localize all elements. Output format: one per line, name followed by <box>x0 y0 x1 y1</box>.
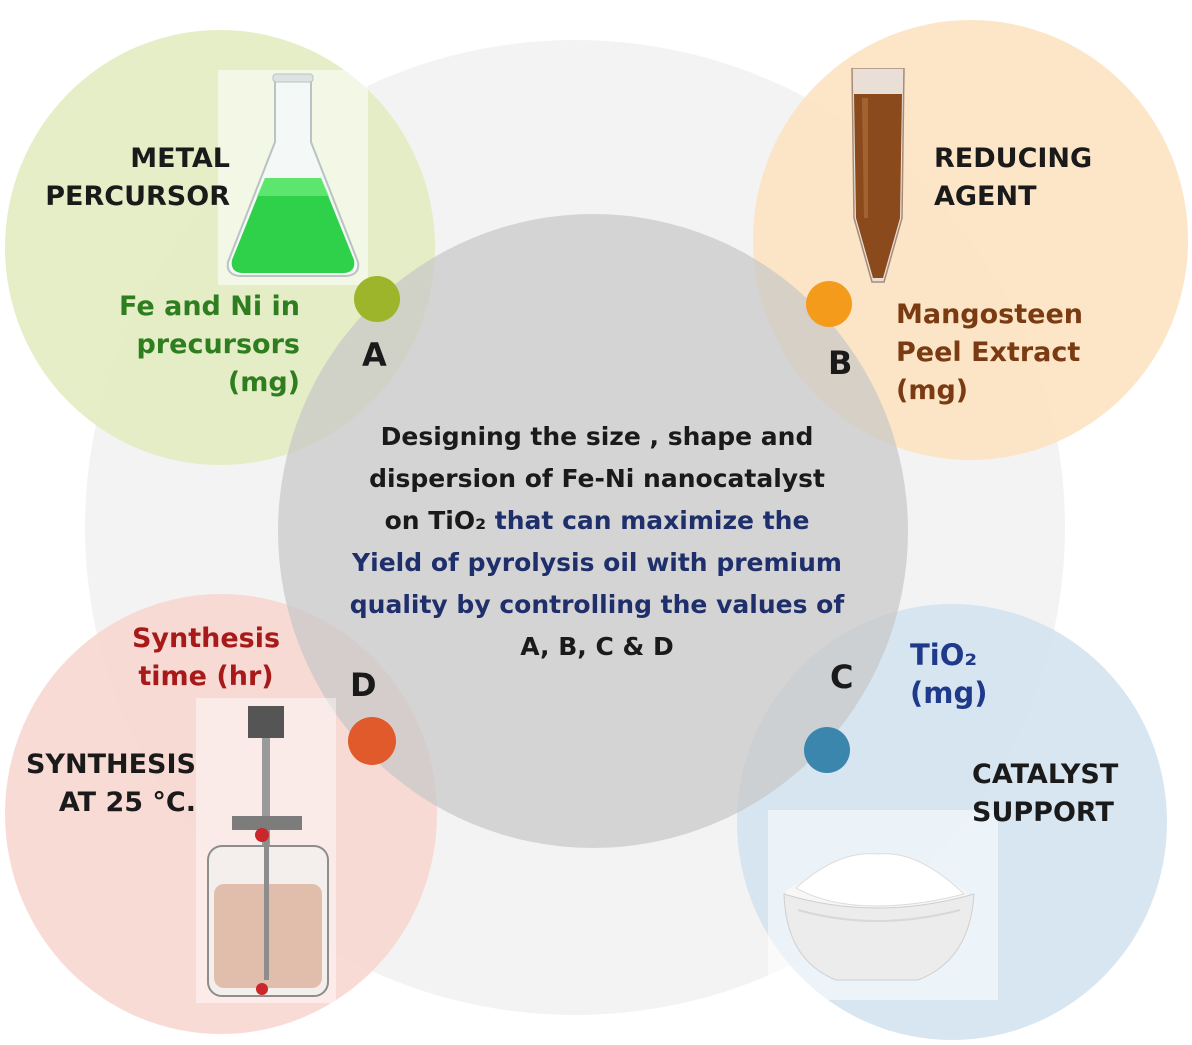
param-line: Peel Extract <box>896 337 1081 368</box>
tio2-parameter: TiO₂ (mg) <box>910 636 987 712</box>
param-line: TiO₂ <box>910 638 978 672</box>
statement-part: on TiO₂ <box>384 506 495 535</box>
synthesis-time-parameter: Synthesis time (hr) <box>120 620 292 696</box>
letter-a: A <box>362 336 387 374</box>
statement-line: on TiO₂ that can maximize the <box>330 500 864 542</box>
mangosteen-parameter: Mangosteen Peel Extract (mg) <box>896 296 1083 410</box>
param-line: precursors <box>136 329 300 360</box>
statement-line: A, B, C & D <box>520 632 674 661</box>
title-line: METAL <box>130 143 230 174</box>
param-line: (mg) <box>227 367 300 398</box>
title-line: CATALYST <box>972 759 1119 790</box>
param-line: Synthesis <box>131 623 281 654</box>
synthesis-title: SYNTHESIS AT 25 °C. <box>14 746 196 822</box>
param-line: (mg) <box>896 375 969 406</box>
param-line: time (hr) <box>138 661 274 692</box>
statement-part: that can maximize the <box>494 506 810 535</box>
metal-precursor-title: METAL PERCURSOR <box>36 140 230 216</box>
marker-c-dot <box>804 727 850 773</box>
erlenmeyer-flask-icon <box>218 70 368 285</box>
statement-line: Yield of pyrolysis oil with premium <box>352 548 842 577</box>
param-line: Mangosteen <box>896 299 1084 330</box>
marker-b-dot <box>806 281 852 327</box>
title-line: AT 25 °C. <box>58 787 196 818</box>
statement-line: Designing the size , shape and <box>380 422 814 451</box>
letter-b: B <box>828 344 853 382</box>
catalyst-support-title: CATALYST SUPPORT <box>972 756 1118 832</box>
powder-bowl-icon <box>768 810 998 1000</box>
marker-a-dot <box>354 276 400 322</box>
title-line: AGENT <box>934 181 1037 212</box>
title-line: SYNTHESIS <box>26 749 196 780</box>
reducing-agent-title: REDUCING AGENT <box>934 140 1092 216</box>
param-line: (mg) <box>910 676 988 710</box>
marker-d-dot <box>348 717 396 765</box>
statement-line: dispersion of Fe-Ni nanocatalyst <box>369 464 825 493</box>
title-line: SUPPORT <box>972 797 1114 828</box>
precursor-parameter: Fe and Ni in precursors (mg) <box>100 288 300 402</box>
title-line: REDUCING <box>934 143 1093 174</box>
center-statement: Designing the size , shape and dispersio… <box>330 416 864 668</box>
centrifuge-tube-icon <box>851 68 905 283</box>
param-line: Fe and Ni in <box>119 291 300 322</box>
glass-reactor-icon <box>196 698 336 1003</box>
title-line: PERCURSOR <box>45 181 230 212</box>
letter-d: D <box>350 666 377 704</box>
statement-line: quality by controlling the values of <box>349 590 845 619</box>
letter-c: C <box>830 658 854 696</box>
